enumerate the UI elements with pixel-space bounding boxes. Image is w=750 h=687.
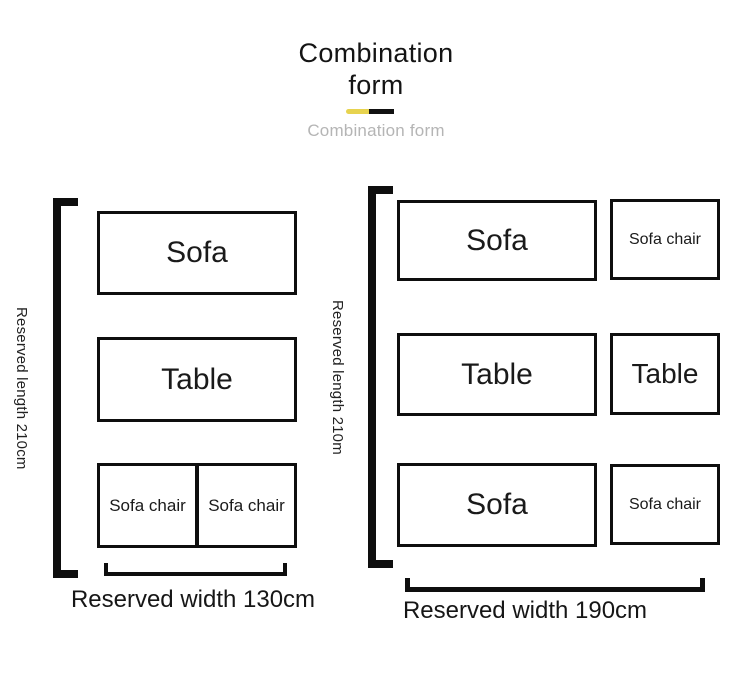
left-chair-pair-box: Sofa chair Sofa chair <box>97 463 297 548</box>
accent-black-bar <box>369 109 394 114</box>
right-table-main-label: Table <box>461 357 533 391</box>
left-length-label: Reserved length 210cm <box>13 306 30 470</box>
left-width-bracket <box>104 563 287 576</box>
right-chair-top-box: Sofa chair <box>610 199 720 280</box>
left-length-bracket <box>53 198 78 578</box>
right-sofa-bottom-box: Sofa <box>397 463 597 547</box>
right-sofa-bottom-label: Sofa <box>466 488 528 521</box>
left-table-box: Table <box>97 337 297 422</box>
page-subtitle: Combination form <box>307 121 445 140</box>
right-length-bracket <box>368 186 393 568</box>
right-chair-bottom-box: Sofa chair <box>610 464 720 545</box>
page-title: Combination form <box>256 37 496 101</box>
right-table-main-box: Table <box>397 333 597 416</box>
left-chair-left-cell: Sofa chair <box>100 466 199 545</box>
right-width-label: Reserved width 190cm <box>402 597 648 624</box>
right-length-label: Reserved length 210m <box>329 299 346 455</box>
page-title-line1: Combination <box>298 38 454 68</box>
right-table-side-label: Table <box>631 358 699 389</box>
right-chair-bottom-label: Sofa chair <box>628 495 702 513</box>
left-chair-left-label: Sofa chair <box>109 495 186 515</box>
accent-yellow-bar <box>346 109 369 114</box>
left-table-label: Table <box>161 362 233 396</box>
right-chair-top-label: Sofa chair <box>628 230 702 248</box>
title-accent-underline <box>346 109 394 114</box>
left-chair-right-label: Sofa chair <box>208 495 285 515</box>
right-width-bracket <box>405 578 705 592</box>
left-width-label: Reserved width 130cm <box>70 586 316 613</box>
left-sofa-box: Sofa <box>97 211 297 295</box>
right-sofa-top-label: Sofa <box>466 223 528 257</box>
page-title-line2: form <box>348 70 404 100</box>
right-sofa-top-box: Sofa <box>397 200 597 281</box>
left-sofa-label: Sofa <box>166 236 228 269</box>
left-chair-right-cell: Sofa chair <box>199 466 294 545</box>
right-table-side-box: Table <box>610 333 720 415</box>
